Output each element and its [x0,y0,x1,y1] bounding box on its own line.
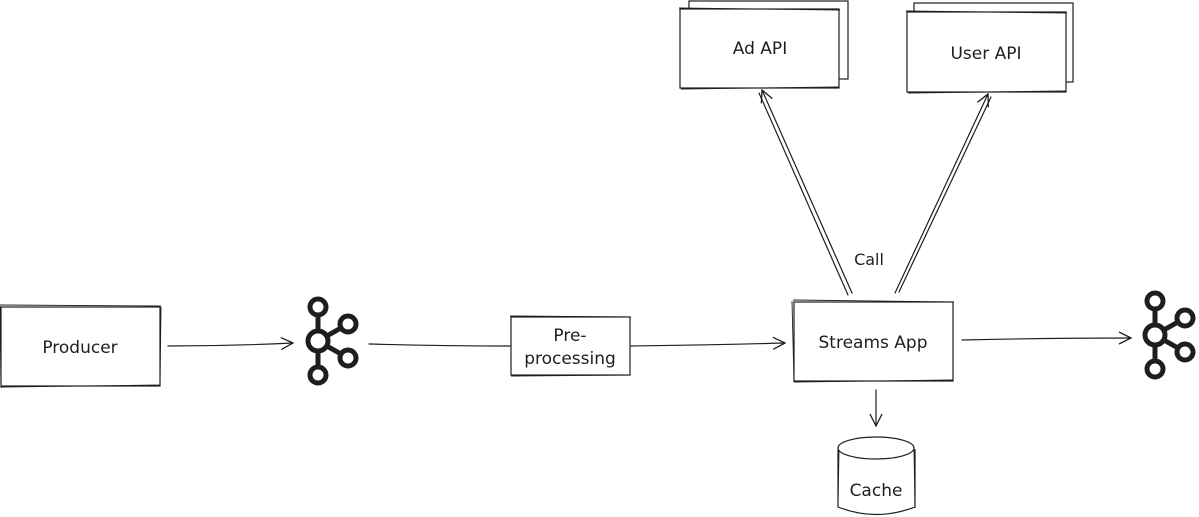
user-api-label: User API [950,44,1021,64]
streams-to-user-api-arrow [894,94,988,294]
streams-to-ad-api-arrow-sketch [758,92,849,296]
topic-to-preprocessing-line [368,343,511,347]
call-label: Call [854,250,884,269]
streams-to-ad-api-arrow [762,90,853,294]
producer-to-topic-arrow [167,343,293,346]
cache-label: Cache [850,481,903,501]
streams-app-label: Streams App [819,333,928,353]
preprocessing-label-line2: processing [524,349,616,369]
preprocessing-to-streams-arrow [630,343,785,346]
preprocessing-label-line1: Pre- [553,326,586,346]
producer-label: Producer [42,338,117,358]
ad-api-label: Ad API [733,39,787,59]
streams-to-output-topic-arrow [961,338,1131,340]
streams-to-user-api-arrow-sketch [898,96,992,293]
streams-app-node: Streams App [791,299,955,383]
user-api-node: User API [905,2,1074,94]
cache-node: Cache [837,436,916,516]
ad-api-node: Ad API [678,0,849,90]
preprocessing-node: Pre- processing [509,315,632,377]
kafka-icon [308,299,356,383]
producer-node: Producer [0,304,162,389]
kafka-icon [1145,293,1193,377]
